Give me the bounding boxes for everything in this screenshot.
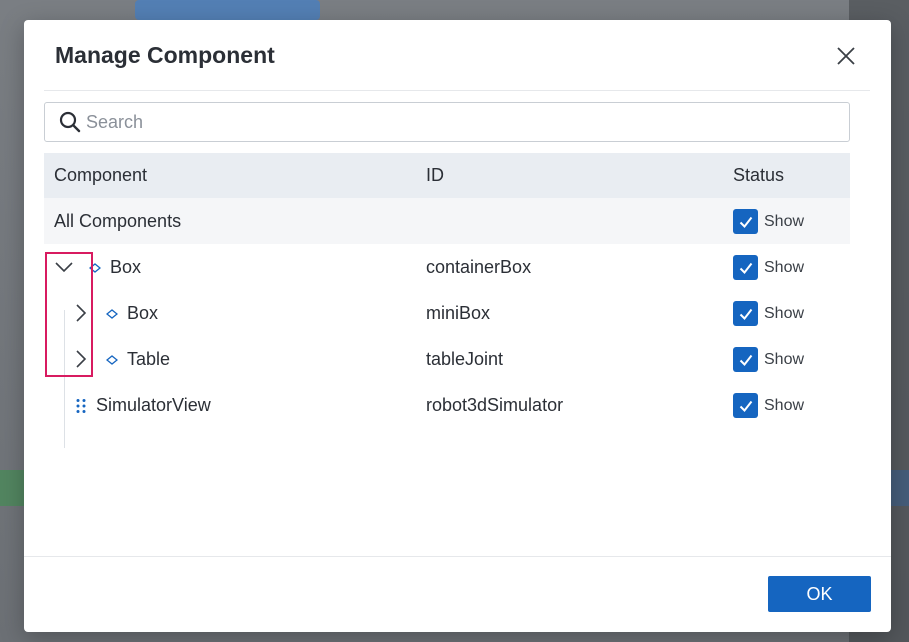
row-status: Show xyxy=(733,255,804,280)
row-id: containerBox xyxy=(426,257,532,277)
row-name-container: SimulatorView xyxy=(74,395,211,416)
show-checkbox[interactable] xyxy=(733,393,758,418)
component-node-icon xyxy=(105,353,119,367)
component-node-icon xyxy=(105,307,119,321)
row-id: miniBox xyxy=(426,303,491,323)
row-id: tableJoint xyxy=(426,349,504,369)
column-header-status: Status xyxy=(733,165,785,185)
show-checkbox[interactable] xyxy=(733,301,758,326)
check-icon xyxy=(739,216,752,228)
backdrop-shape xyxy=(135,0,320,20)
table-row: Box containerBox Show xyxy=(44,244,850,290)
row-status: Show xyxy=(733,347,804,372)
search-icon xyxy=(59,111,81,133)
close-icon xyxy=(837,47,855,65)
expand-toggle[interactable] xyxy=(70,348,92,370)
status-label: Show xyxy=(764,396,805,414)
row-id: robot3dSimulator xyxy=(426,395,564,415)
table-row-all-components: All Components Show xyxy=(44,198,850,244)
table-row: SimulatorView robot3dSimulator Show xyxy=(44,382,850,428)
row-name: SimulatorView xyxy=(96,395,211,415)
row-status: Show xyxy=(733,301,804,326)
grid-dots-icon xyxy=(74,398,88,413)
search-input[interactable] xyxy=(86,111,826,133)
table-row: Box miniBox Show xyxy=(44,290,850,336)
component-node-icon xyxy=(88,261,102,275)
chevron-right-icon xyxy=(76,350,87,368)
status-label: Show xyxy=(764,350,805,368)
check-icon xyxy=(739,308,752,320)
status-label: Show xyxy=(764,304,805,322)
row-name-container: Box xyxy=(88,257,141,278)
row-name: Box xyxy=(127,303,159,323)
tree-guide-line xyxy=(64,310,65,448)
column-header-component: Component xyxy=(54,165,148,185)
row-status: Show xyxy=(733,393,804,418)
row-name-container: Box xyxy=(105,303,158,324)
search-box xyxy=(44,102,850,142)
divider xyxy=(24,556,891,557)
dialog-title: Manage Component xyxy=(55,42,275,68)
check-icon xyxy=(739,400,752,412)
column-header-id: ID xyxy=(426,165,444,185)
show-checkbox[interactable] xyxy=(733,209,758,234)
check-icon xyxy=(739,262,752,274)
table-row: Table tableJoint Show xyxy=(44,336,850,382)
status-label: Show xyxy=(764,212,805,230)
check-icon xyxy=(739,354,752,366)
show-checkbox[interactable] xyxy=(733,255,758,280)
manage-component-dialog: Manage Component Component ID Status All… xyxy=(24,20,891,632)
expand-toggle[interactable] xyxy=(70,302,92,324)
row-name-container: Table xyxy=(105,349,170,370)
row-name: Box xyxy=(110,257,142,277)
table-header: Component ID Status xyxy=(44,153,850,198)
close-button[interactable] xyxy=(832,42,860,70)
divider xyxy=(44,90,870,91)
show-checkbox[interactable] xyxy=(733,347,758,372)
ok-button[interactable]: OK xyxy=(768,576,871,612)
row-name: All Components xyxy=(54,211,182,231)
chevron-down-icon xyxy=(55,262,73,273)
chevron-right-icon xyxy=(76,304,87,322)
status-label: Show xyxy=(764,258,805,276)
row-status: Show xyxy=(733,209,804,234)
expand-toggle[interactable] xyxy=(53,256,75,278)
backdrop-shape xyxy=(0,470,24,506)
row-name: Table xyxy=(127,349,171,369)
